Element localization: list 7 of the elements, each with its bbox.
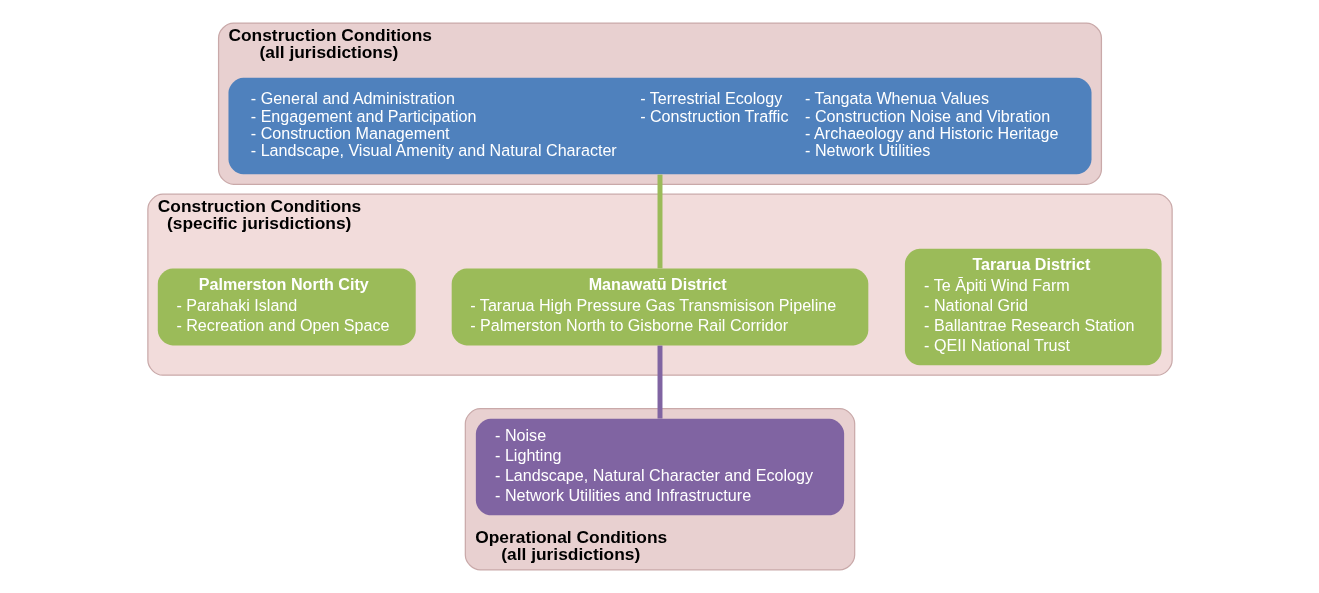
node-box: - General and Administration - Engagement and Participation - Construction Management - Landscape, Visual Amenity and Natural Character - Terrestrial Ecology - Construction Traffic - Tangata Whenua Values - Construction Noise and Vibration - Archaeology and Historic Heritage - Network Utilities — [228, 77, 1091, 175]
connector — [657, 345, 662, 419]
connector — [657, 174, 662, 269]
node-box: Palmerston North City - Parahaki Island - Recreation and Open Space — [157, 268, 416, 346]
node-box: Tararua District - Te Āpiti Wind Farm - National Grid - Ballantrae Research Station - QEII National Trust — [904, 248, 1162, 366]
node-box: - Noise - Lighting - Landscape, Natural Character and Ecology - Network Utilities and Infrastructure — [475, 418, 844, 516]
node-box: Manawatū District - Tararua High Pressure Gas Transmisison Pipeline - Palmerston North to Gisborne Rail Corridor — [451, 268, 868, 346]
